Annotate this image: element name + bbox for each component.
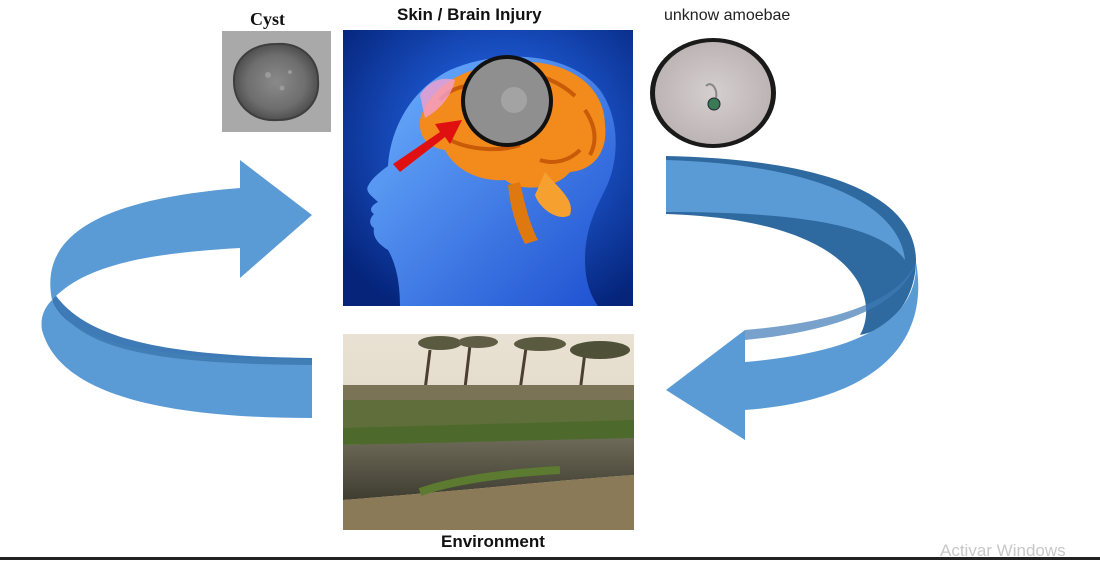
environment-image (343, 334, 634, 530)
cyst-image (222, 31, 331, 132)
brain-injury-image (343, 30, 633, 306)
right-cycle-arrow (666, 156, 918, 440)
amoebae-image (650, 38, 776, 148)
left-cycle-arrow (41, 160, 312, 418)
